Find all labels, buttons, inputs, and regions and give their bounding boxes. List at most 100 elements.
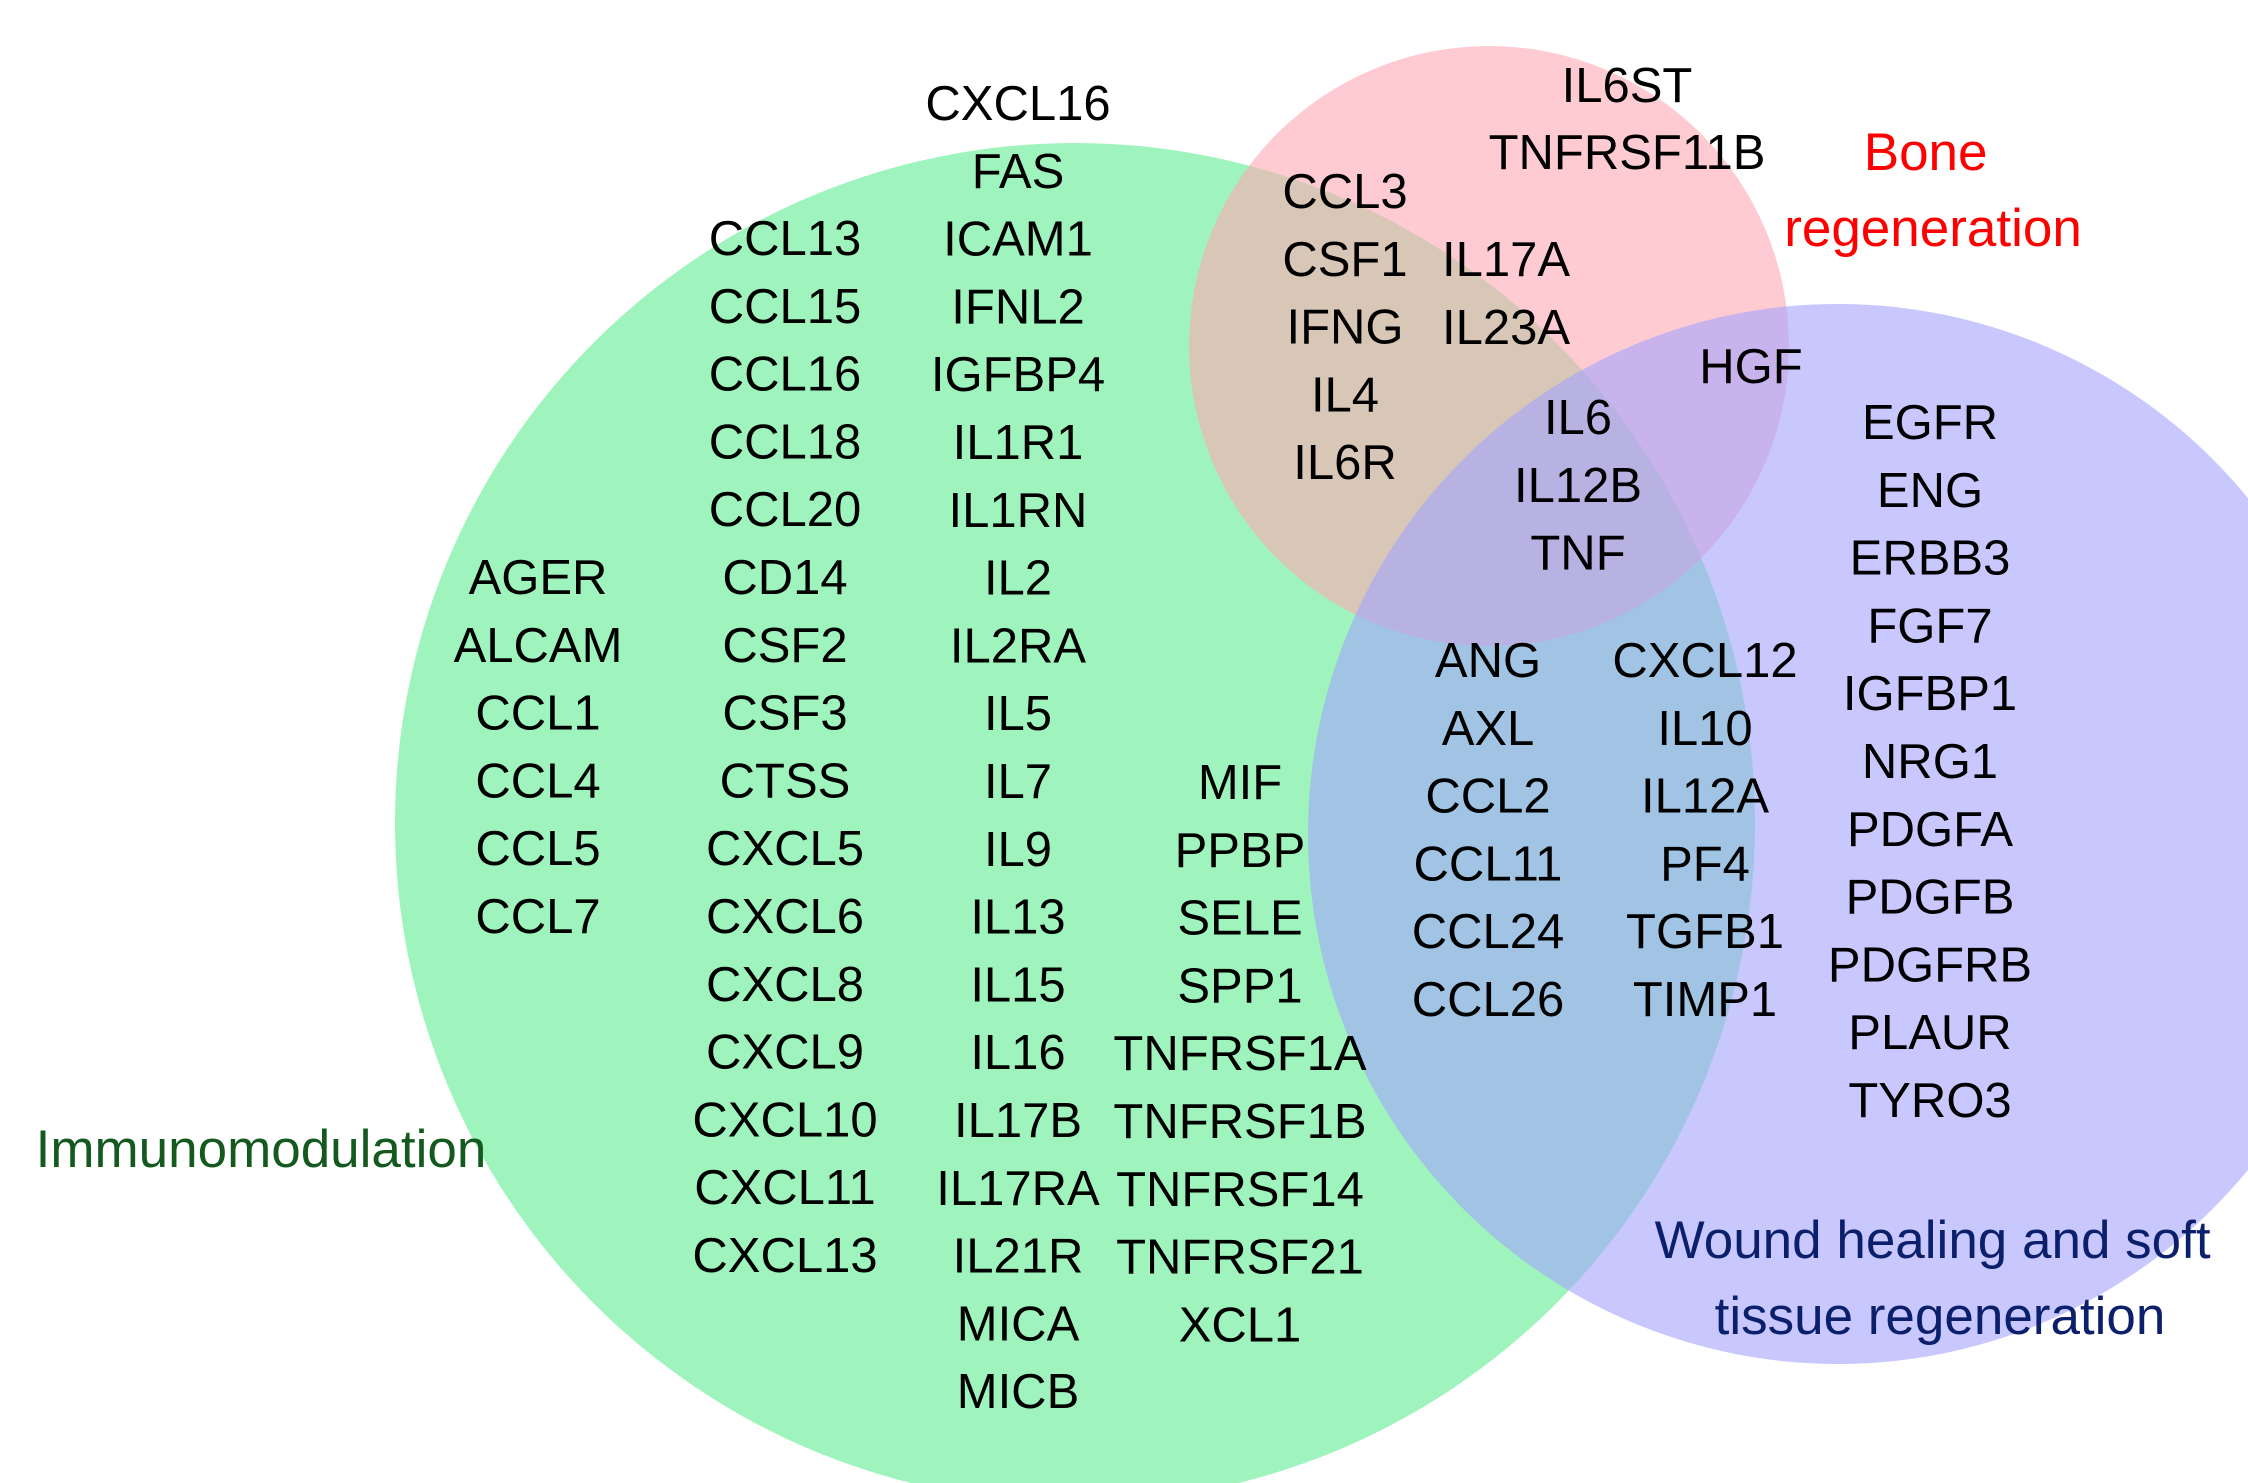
gene-label-cxcl8: CXCL8 (706, 958, 864, 1012)
gene-label-ifnl2: IFNL2 (951, 280, 1084, 334)
gene-label-axl: AXL (1442, 702, 1535, 756)
gene-label-il6: IL6 (1544, 391, 1612, 445)
gene-label-il2: IL2 (984, 552, 1052, 606)
gene-label-il17b: IL17B (954, 1094, 1082, 1148)
immunomodulation-label: Immunomodulation (36, 1120, 487, 1179)
gene-label-il16: IL16 (970, 1026, 1065, 1080)
wound-healing-label: Wound healing and soft tissue regenerati… (1655, 1211, 2226, 1346)
gene-label-ccl20: CCL20 (709, 483, 862, 537)
gene-label-ccl1: CCL1 (475, 687, 600, 741)
gene-label-cxcl12: CXCL12 (1612, 634, 1797, 688)
immunomodulation-label-line: Immunomodulation (36, 1120, 487, 1179)
gene-label-igfbp4: IGFBP4 (931, 348, 1105, 402)
gene-label-fgf7: FGF7 (1867, 599, 1992, 653)
gene-label-ccl24: CCL24 (1412, 905, 1565, 959)
gene-label-ccl18: CCL18 (709, 415, 862, 469)
gene-label-il13: IL13 (970, 891, 1065, 945)
gene-label-ccl3: CCL3 (1282, 165, 1407, 219)
gene-label-micb: MICB (957, 1365, 1080, 1419)
gene-label-il1rn: IL1RN (949, 484, 1088, 538)
gene-label-pf4: PF4 (1660, 837, 1750, 891)
gene-label-il17ra: IL17RA (936, 1162, 1100, 1216)
gene-label-il6r: IL6R (1293, 436, 1397, 490)
gene-label-il12a: IL12A (1641, 770, 1769, 824)
gene-label-cxcl11: CXCL11 (694, 1161, 876, 1215)
gene-label-plaur: PLAUR (1848, 1006, 2011, 1060)
gene-label-ccl13: CCL13 (709, 212, 862, 266)
gene-label-cd14: CD14 (722, 551, 847, 605)
gene-label-ccl26: CCL26 (1412, 973, 1565, 1027)
gene-label-alcam: ALCAM (454, 619, 623, 673)
bone-regeneration-label: Bone regeneration (1784, 123, 2082, 258)
set-circles (395, 46, 2248, 1483)
gene-label-tgfb1: TGFB1 (1626, 905, 1784, 959)
gene-label-il15: IL15 (970, 958, 1065, 1012)
gene-label-icam1: ICAM1 (943, 213, 1093, 267)
gene-label-ccl16: CCL16 (709, 348, 862, 402)
gene-label-tyro3: TYRO3 (1848, 1074, 2011, 1128)
gene-label-il1r1: IL1R1 (953, 416, 1084, 470)
gene-label-erbb3: ERBB3 (1850, 532, 2011, 586)
gene-label-tnf: TNF (1530, 527, 1625, 581)
gene-label-il23a: IL23A (1442, 301, 1570, 355)
wound-label-line-1: Wound healing and soft (1655, 1211, 2211, 1270)
gene-label-ifng: IFNG (1286, 301, 1403, 355)
gene-label-mif: MIF (1198, 756, 1282, 810)
gene-label-cxcl13: CXCL13 (692, 1229, 877, 1283)
gene-label-igfbp1: IGFBP1 (1843, 667, 2017, 721)
gene-label-tnfrsf21: TNFRSF21 (1116, 1231, 1364, 1285)
gene-label-xcl1: XCL1 (1179, 1298, 1302, 1352)
gene-label-tnfrsf11b: TNFRSF11B (1489, 126, 1766, 180)
gene-label-pdgfb: PDGFB (1846, 871, 2015, 925)
bone-label-line-1: Bone (1864, 123, 1988, 182)
wound-healing-circle (1308, 304, 2248, 1364)
gene-label-ccl11: CCL11 (1414, 837, 1563, 891)
gene-label-cxcl9: CXCL9 (706, 1026, 864, 1080)
gene-label-il2ra: IL2RA (950, 619, 1087, 673)
gene-label-il12b: IL12B (1514, 459, 1642, 513)
gene-label-pdgfa: PDGFA (1847, 803, 2013, 857)
gene-label-il10: IL10 (1657, 702, 1752, 756)
gene-label-spp1: SPP1 (1177, 959, 1302, 1013)
gene-label-il21r: IL21R (953, 1230, 1084, 1284)
gene-label-mica: MICA (957, 1297, 1080, 1351)
gene-label-eng: ENG (1877, 464, 1983, 518)
gene-label-sele: SELE (1177, 892, 1302, 946)
gene-label-il6st: IL6ST (1562, 59, 1693, 113)
gene-label-fas: FAS (972, 145, 1065, 199)
gene-label-ager: AGER (469, 551, 608, 605)
gene-label-ccl4: CCL4 (475, 754, 600, 808)
gene-label-cxcl16: CXCL16 (925, 77, 1110, 131)
gene-label-csf3: CSF3 (722, 687, 847, 741)
gene-label-il5: IL5 (984, 687, 1052, 741)
gene-label-cxcl5: CXCL5 (706, 822, 864, 876)
gene-label-il9: IL9 (984, 823, 1052, 877)
gene-label-tnfrsf1b: TNFRSF1B (1113, 1095, 1366, 1149)
wound-label-line-2: tissue regeneration (1715, 1287, 2166, 1346)
gene-label-pdgfrb: PDGFRB (1828, 938, 2032, 992)
gene-label-ccl2: CCL2 (1425, 770, 1550, 824)
gene-label-nrg1: NRG1 (1862, 735, 1998, 789)
gene-label-il7: IL7 (984, 755, 1052, 809)
gene-label-ctss: CTSS (720, 754, 851, 808)
gene-label-il4: IL4 (1311, 368, 1379, 422)
gene-label-hgf: HGF (1699, 340, 1802, 394)
gene-label-tnfrsf14: TNFRSF14 (1116, 1163, 1364, 1217)
gene-label-ppbp: PPBP (1175, 824, 1306, 878)
set-labels: Immunomodulation Bone regeneration Wound… (36, 123, 2226, 1346)
gene-label-csf2: CSF2 (722, 619, 847, 673)
gene-label-cxcl10: CXCL10 (692, 1093, 877, 1147)
bone-label-line-2: regeneration (1784, 199, 2082, 258)
gene-label-egfr: EGFR (1862, 396, 1998, 450)
gene-label-ang: ANG (1435, 634, 1541, 688)
gene-label-tnfrsf1a: TNFRSF1A (1113, 1027, 1367, 1081)
gene-label-ccl15: CCL15 (709, 280, 862, 334)
gene-label-csf1: CSF1 (1282, 233, 1407, 287)
gene-label-ccl7: CCL7 (475, 890, 600, 944)
gene-label-timp1: TIMP1 (1633, 973, 1777, 1027)
gene-label-ccl5: CCL5 (475, 822, 600, 876)
gene-label-il17a: IL17A (1442, 233, 1570, 287)
gene-label-cxcl6: CXCL6 (706, 890, 864, 944)
